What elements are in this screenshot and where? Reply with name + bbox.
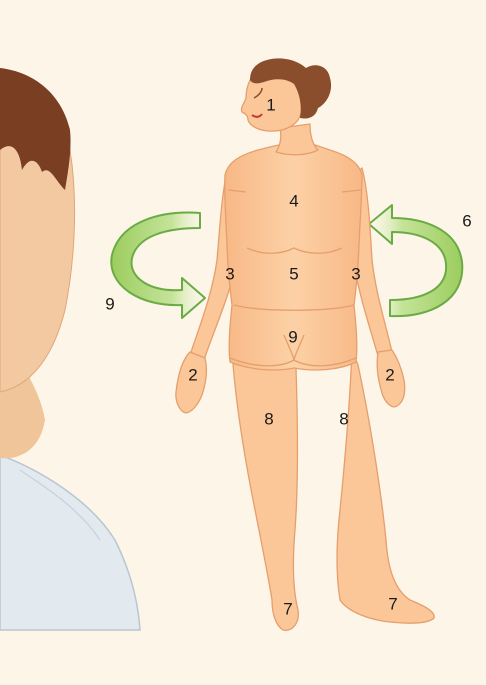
leg-right [232,350,298,630]
label-feet-left: 7 [388,594,397,613]
label-chest: 4 [289,191,298,210]
label-arm-left: 3 [351,264,360,283]
label-arm-right: 3 [225,264,234,283]
label-buttocks-rotation: 9 [105,294,114,313]
rotation-arrow-left [111,213,205,318]
label-abdomen: 5 [289,264,298,283]
rotation-arrow-right [369,205,462,316]
label-leg-left: 8 [339,409,348,428]
patient-figure [176,67,434,630]
observer-shirt [0,455,140,630]
label-feet-right: 7 [283,599,292,618]
observer-figure [0,68,140,630]
label-back-rotation: 6 [462,211,471,230]
label-hand-left: 2 [385,365,394,384]
label-leg-right: 8 [264,409,273,428]
label-face: 1 [266,95,275,114]
label-pelvis: 9 [288,327,297,346]
label-hand-right: 2 [188,365,197,384]
